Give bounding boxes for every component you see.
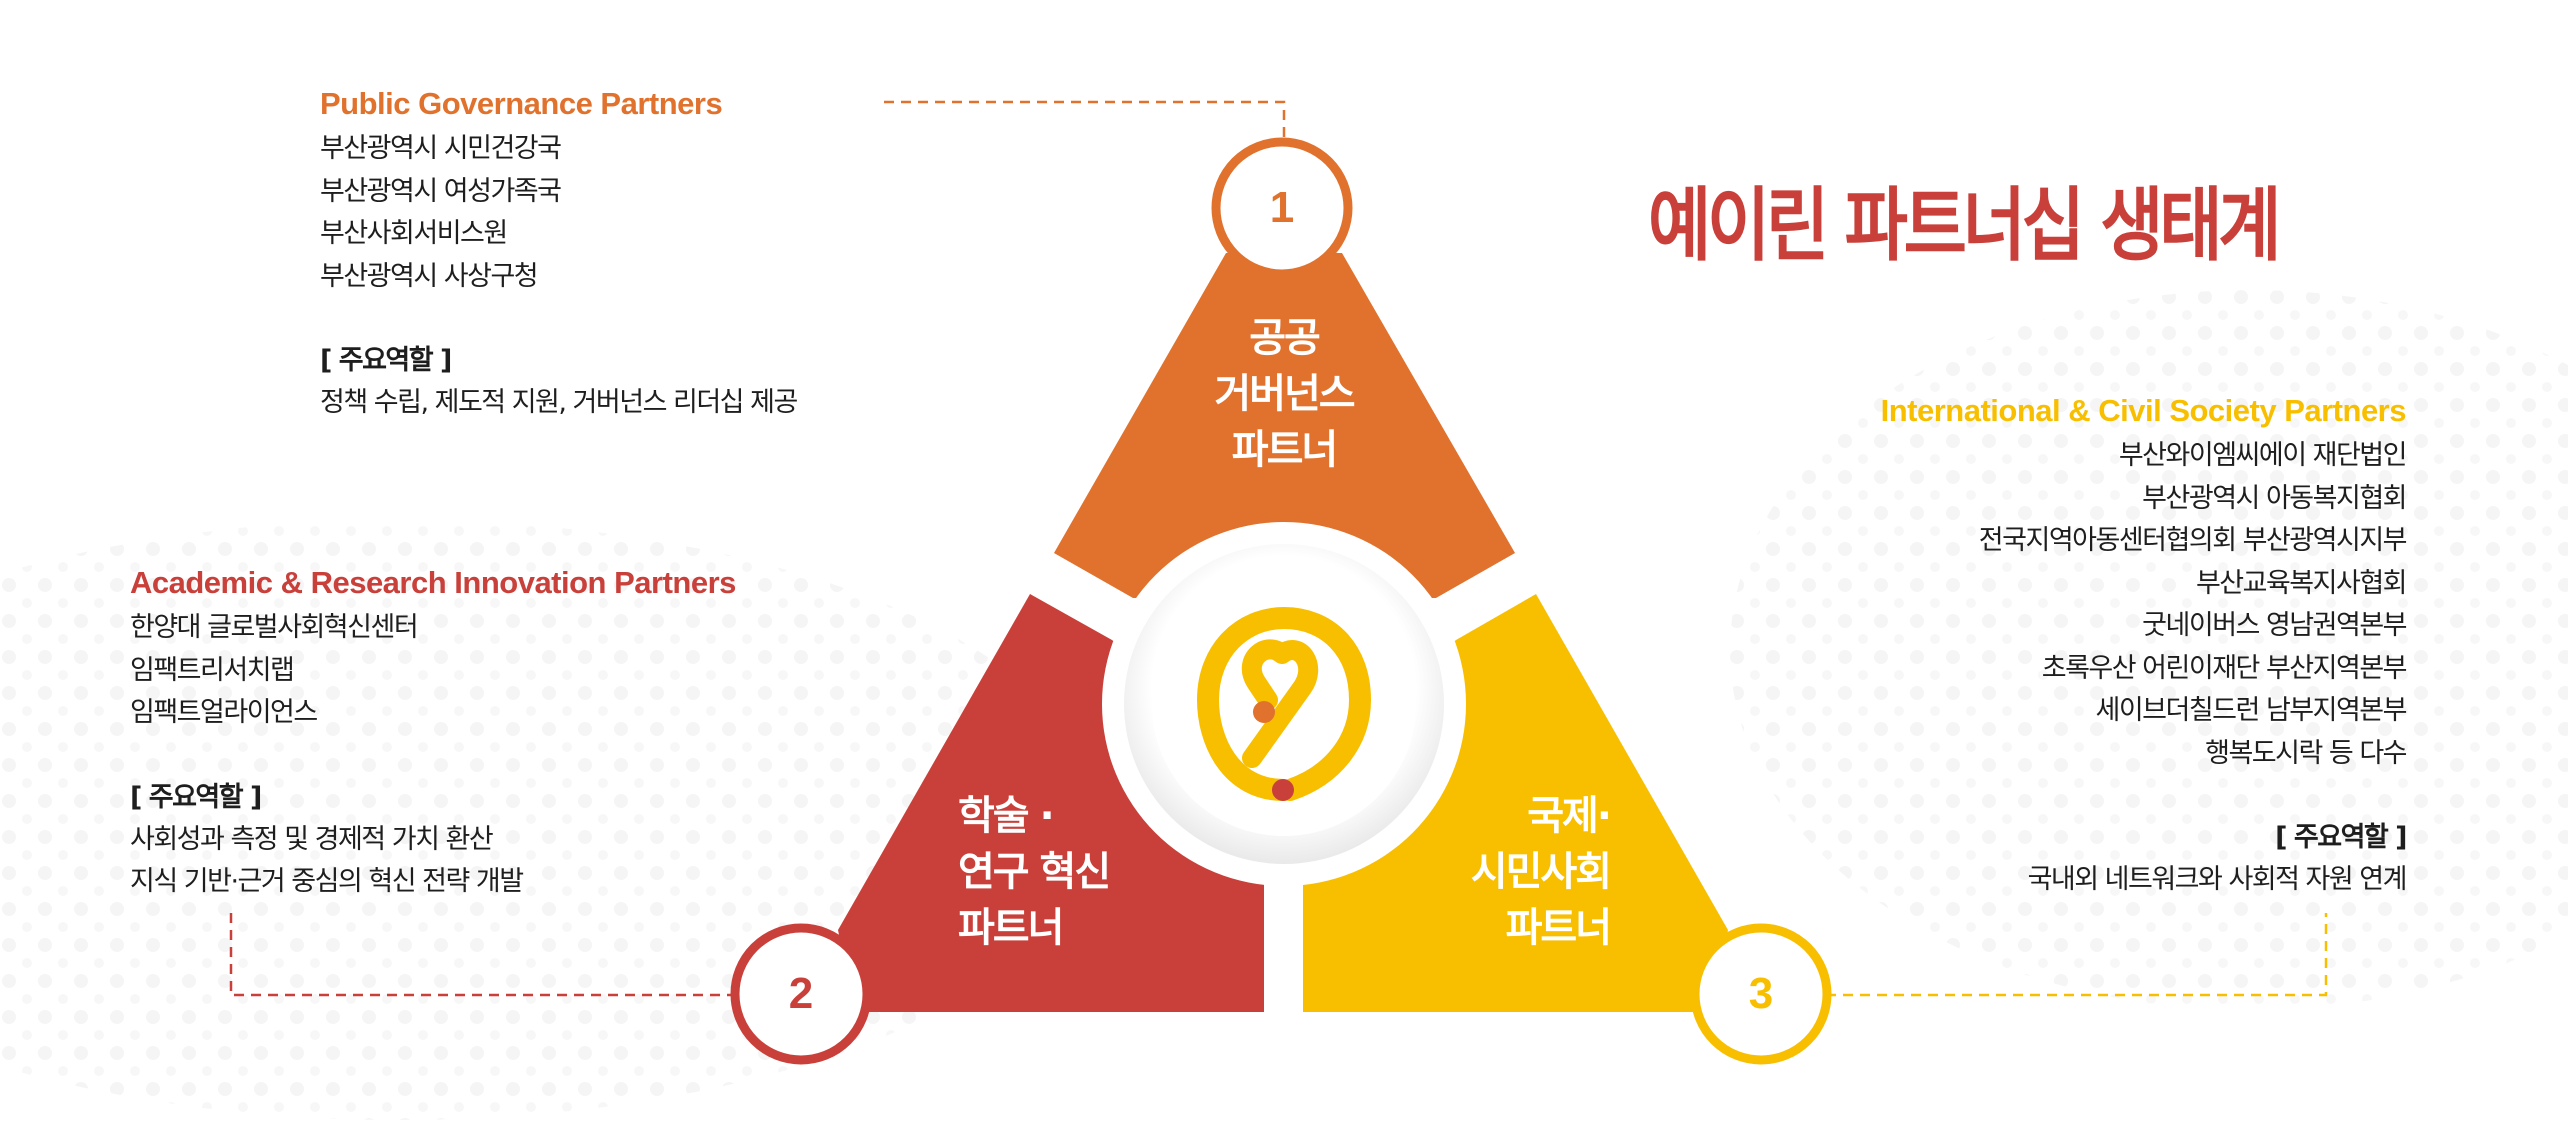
role-heading: [ 주요역할 ]: [320, 345, 452, 376]
connector-line-1: [884, 100, 1286, 140]
member-item: 굿네이버스 영남권역본부: [2142, 610, 2407, 641]
segment-label-2-line: 학술 ·: [958, 793, 1055, 839]
role-heading: [ 주요역할 ]: [130, 781, 262, 813]
member-item: 세이브더칠드런 남부지역본부: [2095, 695, 2407, 726]
international-civil-title: International & Civil Society Partners: [1880, 393, 2407, 428]
heart-spiral-logo-icon: [1196, 606, 1372, 801]
segment-label-2: 학술 · 연구 혁신 파트너: [958, 788, 1111, 956]
step-number-1: 1: [1269, 183, 1295, 232]
member-item: 부산교육복지사협회: [2195, 567, 2408, 599]
segment-label-3: 국제· 시민사회 파트너: [1420, 788, 1612, 956]
role-item: 정책 수립, 제도적 지원, 거버넌스 리더십 제공: [320, 387, 798, 418]
step-circle-3: [1690, 923, 1832, 1065]
member-item: 부산광역시 시민건강국: [320, 133, 562, 164]
academic-research-block: Academic & Research Innovation Partners …: [130, 563, 736, 904]
segment-label-3-line: 시민사회: [1470, 849, 1612, 895]
segment-label-2-line: 연구 혁신: [958, 849, 1111, 895]
member-item: 부산사회서비스원: [320, 218, 508, 249]
role-item: 국내외 네트워크와 사회적 자원 연계: [2027, 864, 2408, 895]
step-circle-2: [730, 923, 872, 1065]
segment-label-1-line: 거버넌스: [1214, 371, 1355, 417]
member-item: 전국지역아동센터협의회 부산광역시지부: [1978, 525, 2408, 556]
member-item: 부산광역시 여성가족국: [320, 175, 562, 207]
connector-line-3: [1826, 913, 2328, 997]
academic-research-title: Academic & Research Innovation Partners: [130, 565, 736, 600]
role-heading: [ 주요역할 ]: [2275, 822, 2407, 853]
member-item: 한양대 글로벌사회혁신센터: [130, 612, 419, 643]
segment-label-3-line: 파트너: [1505, 905, 1612, 951]
member-item: 초록우산 어린이재단 부산지역본부: [2041, 652, 2408, 684]
connector-line-2: [229, 913, 736, 997]
segment-label-1-line: 공공: [1249, 315, 1321, 361]
member-item: 임팩트리서치랩: [130, 654, 295, 686]
segment-label-1-line: 파트너: [1231, 427, 1338, 473]
role-item: 지식 기반·근거 중심의 혁신 전략 개발: [130, 866, 524, 897]
segment-public-governance: [1054, 253, 1515, 598]
member-item: 부산광역시 아동복지협회: [2142, 482, 2407, 514]
step-number-3: 3: [1748, 969, 1774, 1018]
member-item: 부산와이엠씨에이 재단법인: [2118, 440, 2408, 471]
page-title: 예이린 파트너십 생태계: [1648, 179, 2282, 272]
member-item: 행복도시락 등 다수: [2205, 737, 2407, 769]
public-governance-block: Public Governance Partners 부산광역시 시민건강국 부…: [320, 84, 798, 425]
segment-label-1: 공공 거버넌스 파트너: [1184, 310, 1384, 478]
step-number-2: 2: [788, 969, 814, 1018]
member-item: 부산광역시 사상구청: [320, 260, 539, 292]
segment-label-2-line: 파트너: [958, 905, 1064, 951]
public-governance-title: Public Governance Partners: [320, 86, 723, 121]
member-item: 임팩트얼라이언스: [130, 697, 318, 728]
segment-label-3-line: 국제·: [1527, 793, 1612, 839]
role-item: 사회성과 측정 및 경제적 가치 환산: [130, 823, 494, 855]
international-civil-block: International & Civil Society Partners 부…: [1880, 391, 2408, 902]
step-circle-1: [1211, 137, 1353, 279]
